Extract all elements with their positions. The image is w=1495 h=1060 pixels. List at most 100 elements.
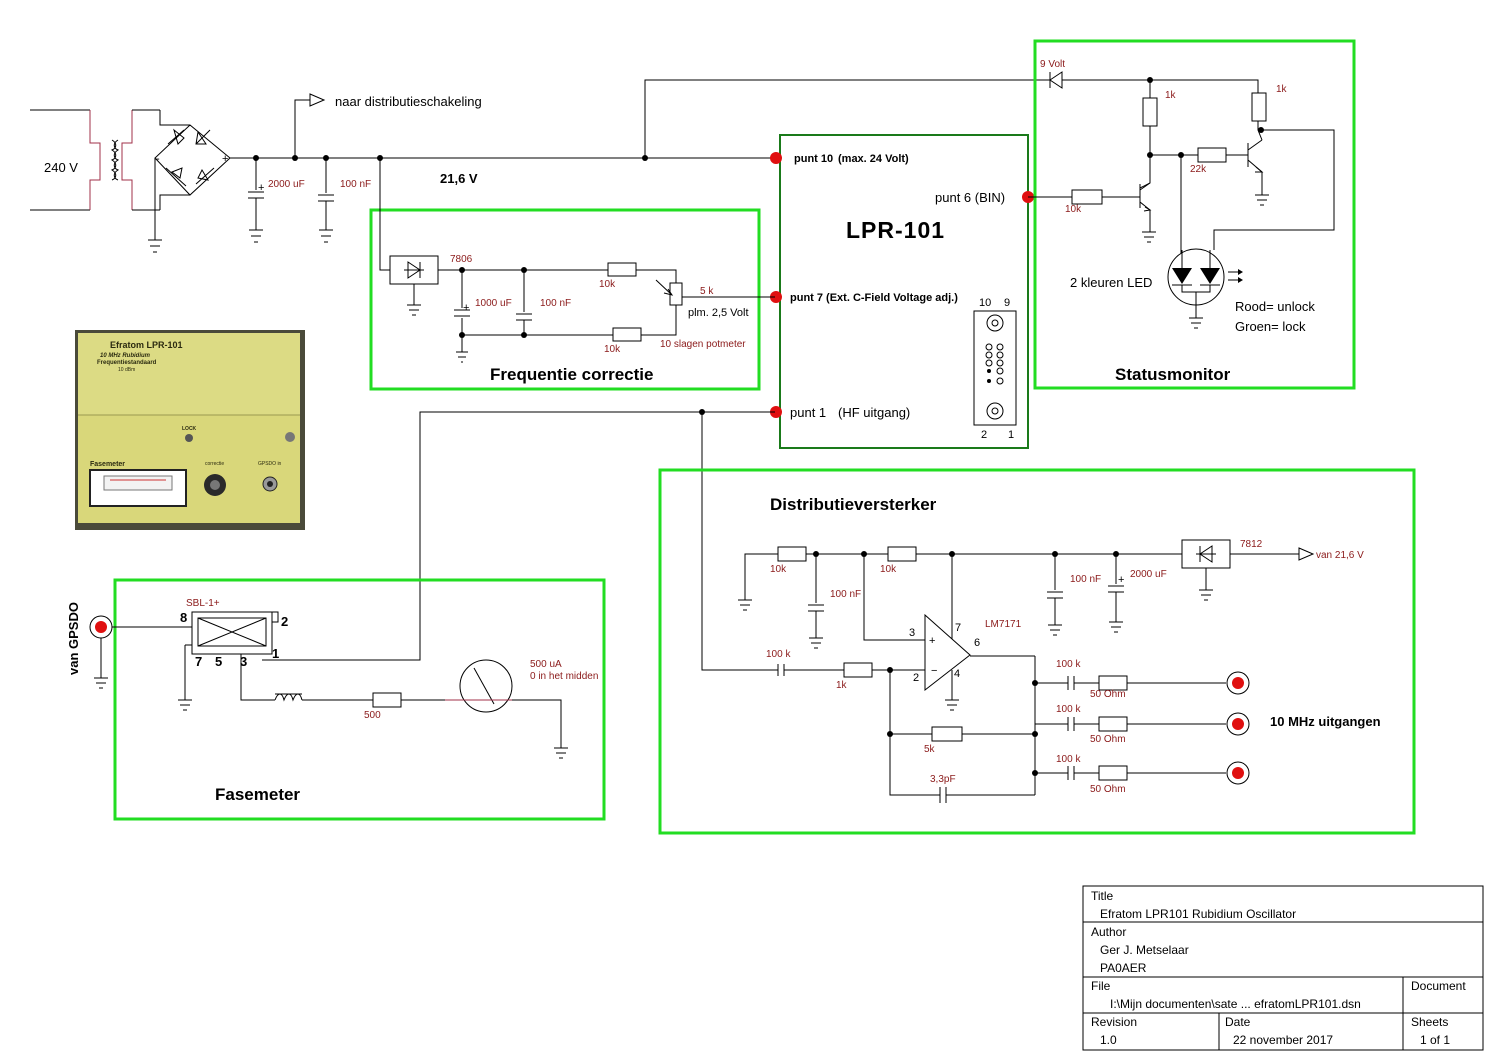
pin10-label: punt 10 — [794, 153, 833, 165]
svg-text:(max. 24 Volt): (max. 24 Volt) — [838, 153, 909, 165]
svg-text:(HF uitgang): (HF uitgang) — [838, 405, 910, 420]
svg-text:5: 5 — [215, 654, 222, 669]
svg-text:1: 1 — [272, 646, 279, 661]
svg-text:Title: Title — [1091, 889, 1114, 903]
svg-text:+: + — [463, 302, 469, 314]
svg-text:2: 2 — [913, 672, 919, 684]
svg-text:10: 10 — [979, 297, 991, 309]
svg-text:2: 2 — [981, 429, 987, 441]
svg-text:Frequentiestandaard: Frequentiestandaard — [97, 360, 157, 366]
tb-revision: 1.0 — [1100, 1033, 1117, 1047]
pin6-label: punt 6 (BIN) — [935, 190, 1005, 205]
svg-text:9: 9 — [1004, 297, 1010, 309]
svg-text:+: + — [222, 153, 228, 165]
c-1000u-label: 1000 uF — [475, 298, 512, 309]
gpsdo-input-label: van GPSDO — [66, 602, 81, 675]
c-100n-label: 100 nF — [540, 298, 571, 309]
fase-title: Fasemeter — [215, 785, 300, 804]
led-red-label: Rood= unlock — [1235, 299, 1315, 314]
title-block: Title Efratom LPR101 Rubidium Oscillator… — [1082, 885, 1484, 1051]
r-top2-label: 10k — [880, 564, 897, 575]
status-monitor-block: Statusmonitor 9 Volt 1k 1k 22k 10k — [1028, 39, 1356, 390]
svg-text:File: File — [1091, 979, 1111, 993]
led-green-label: Groen= lock — [1235, 319, 1306, 334]
meter-label: 500 uA — [530, 659, 562, 670]
svg-text:Fasemeter: Fasemeter — [90, 461, 125, 468]
output-3: 100 k 50 Ohm — [1035, 754, 1250, 795]
r-10k-status-label: 10k — [1065, 204, 1082, 215]
mains-input-section: 240 V - + + 2000 uF 100 nF naar dist — [30, 79, 1050, 253]
svg-text:10 MHz Rubidium: 10 MHz Rubidium — [100, 353, 151, 359]
to-distribution-label: naar distributieschakeling — [335, 94, 482, 109]
r-fb-label: 5k — [924, 744, 936, 755]
c-2000u-label: 2000 uF — [1130, 569, 1167, 580]
svg-text:Document: Document — [1411, 979, 1466, 993]
status-title: Statusmonitor — [1115, 365, 1231, 384]
svg-text:LOCK: LOCK — [182, 426, 197, 432]
svg-text:+: + — [1118, 574, 1124, 586]
r-500-label: 500 — [364, 710, 381, 721]
r-top1-label: 10k — [770, 564, 787, 575]
svg-text:10 dBm: 10 dBm — [118, 367, 135, 373]
svg-text:100 k: 100 k — [1056, 659, 1081, 670]
r1-10k-label: 10k — [599, 279, 616, 290]
c-fb-label: 3,3pF — [930, 774, 956, 785]
svg-text:-: - — [156, 153, 160, 165]
r-1k-b-label: 1k — [1276, 84, 1288, 95]
svg-text:7: 7 — [195, 654, 202, 669]
rail-voltage-label: 21,6 V — [440, 171, 478, 186]
tb-date: 22 november 2017 — [1233, 1033, 1333, 1047]
svg-text:GPSDO in: GPSDO in — [258, 461, 282, 467]
svg-text:50 Ohm: 50 Ohm — [1090, 734, 1126, 745]
svg-text:100 k: 100 k — [1056, 704, 1081, 715]
svg-text:2: 2 — [281, 614, 288, 629]
zener-label: 9 Volt — [1040, 59, 1065, 70]
svg-text:+: + — [929, 635, 935, 647]
lpr101-module: LPR-101 punt 10 (max. 24 Volt) punt 6 (B… — [770, 134, 1034, 449]
tb-file: I:\Mijn documenten\sate ... efratomLPR10… — [1110, 997, 1361, 1011]
frequency-correction-block: Frequentie correctie 7806 + 1000 uF 100 … — [369, 158, 775, 391]
svg-text:4: 4 — [954, 668, 960, 680]
pin7-label: punt 7 (Ext. C-Field Voltage adj.) — [790, 292, 958, 304]
pin1-label: punt 1 — [790, 405, 826, 420]
svg-text:−: − — [931, 665, 937, 677]
output-2: 100 k 50 Ohm — [1035, 704, 1250, 745]
c-100n-b-label: 100 nF — [1070, 574, 1101, 585]
tb-callsign: PA0AER — [1100, 961, 1147, 975]
mixer-label: SBL-1+ — [186, 598, 220, 609]
pot-type: 10 slagen potmeter — [660, 339, 746, 350]
svg-text:3: 3 — [240, 654, 247, 669]
outputs-label: 10 MHz uitgangen — [1270, 714, 1381, 729]
tb-sheets: 1 of 1 — [1420, 1033, 1450, 1047]
reg-7812-label: 7812 — [1240, 539, 1263, 550]
svg-text:Date: Date — [1225, 1015, 1251, 1029]
r2-10k-label: 10k — [604, 344, 621, 355]
dist-title: Distributieversterker — [770, 495, 937, 514]
tb-author: Ger J. Metselaar — [1100, 943, 1189, 957]
svg-text:1: 1 — [1008, 429, 1014, 441]
freq-title: Frequentie correctie — [490, 365, 653, 384]
svg-text:Author: Author — [1091, 925, 1126, 939]
tb-title: Efratom LPR101 Rubidium Oscillator — [1100, 907, 1296, 921]
output-1: 100 k 50 Ohm — [1035, 659, 1250, 700]
distribution-amplifier-block: Distributieversterker 10k 10k 100 nF 100… — [658, 468, 1416, 835]
svg-text:50 Ohm: 50 Ohm — [1090, 784, 1126, 795]
svg-text:100 k: 100 k — [1056, 754, 1081, 765]
svg-text:correctie: correctie — [205, 461, 224, 467]
lpr-title: LPR-101 — [846, 217, 945, 243]
svg-text:8: 8 — [180, 610, 187, 625]
phase-meter-block: Fasemeter van GPSDO SBL-1+ 8 2 7 5 3 1 5… — [66, 578, 606, 821]
pot-label: 5 k — [700, 286, 714, 297]
r-22k-label: 22k — [1190, 164, 1207, 175]
reg-7806-label: 7806 — [450, 254, 473, 265]
pot-note: plm. 2,5 Volt — [688, 307, 749, 319]
meter-note: 0 in het midden — [530, 671, 598, 682]
svg-text:Sheets: Sheets — [1411, 1015, 1448, 1029]
c-in-label: 100 k — [766, 649, 791, 660]
svg-text:Revision: Revision — [1091, 1015, 1137, 1029]
svg-text:7: 7 — [955, 622, 961, 634]
svg-text:3: 3 — [909, 627, 915, 639]
c-hf-label: 100 nF — [340, 179, 371, 190]
mains-voltage-label: 240 V — [44, 160, 78, 175]
opamp-label: LM7171 — [985, 619, 1022, 630]
